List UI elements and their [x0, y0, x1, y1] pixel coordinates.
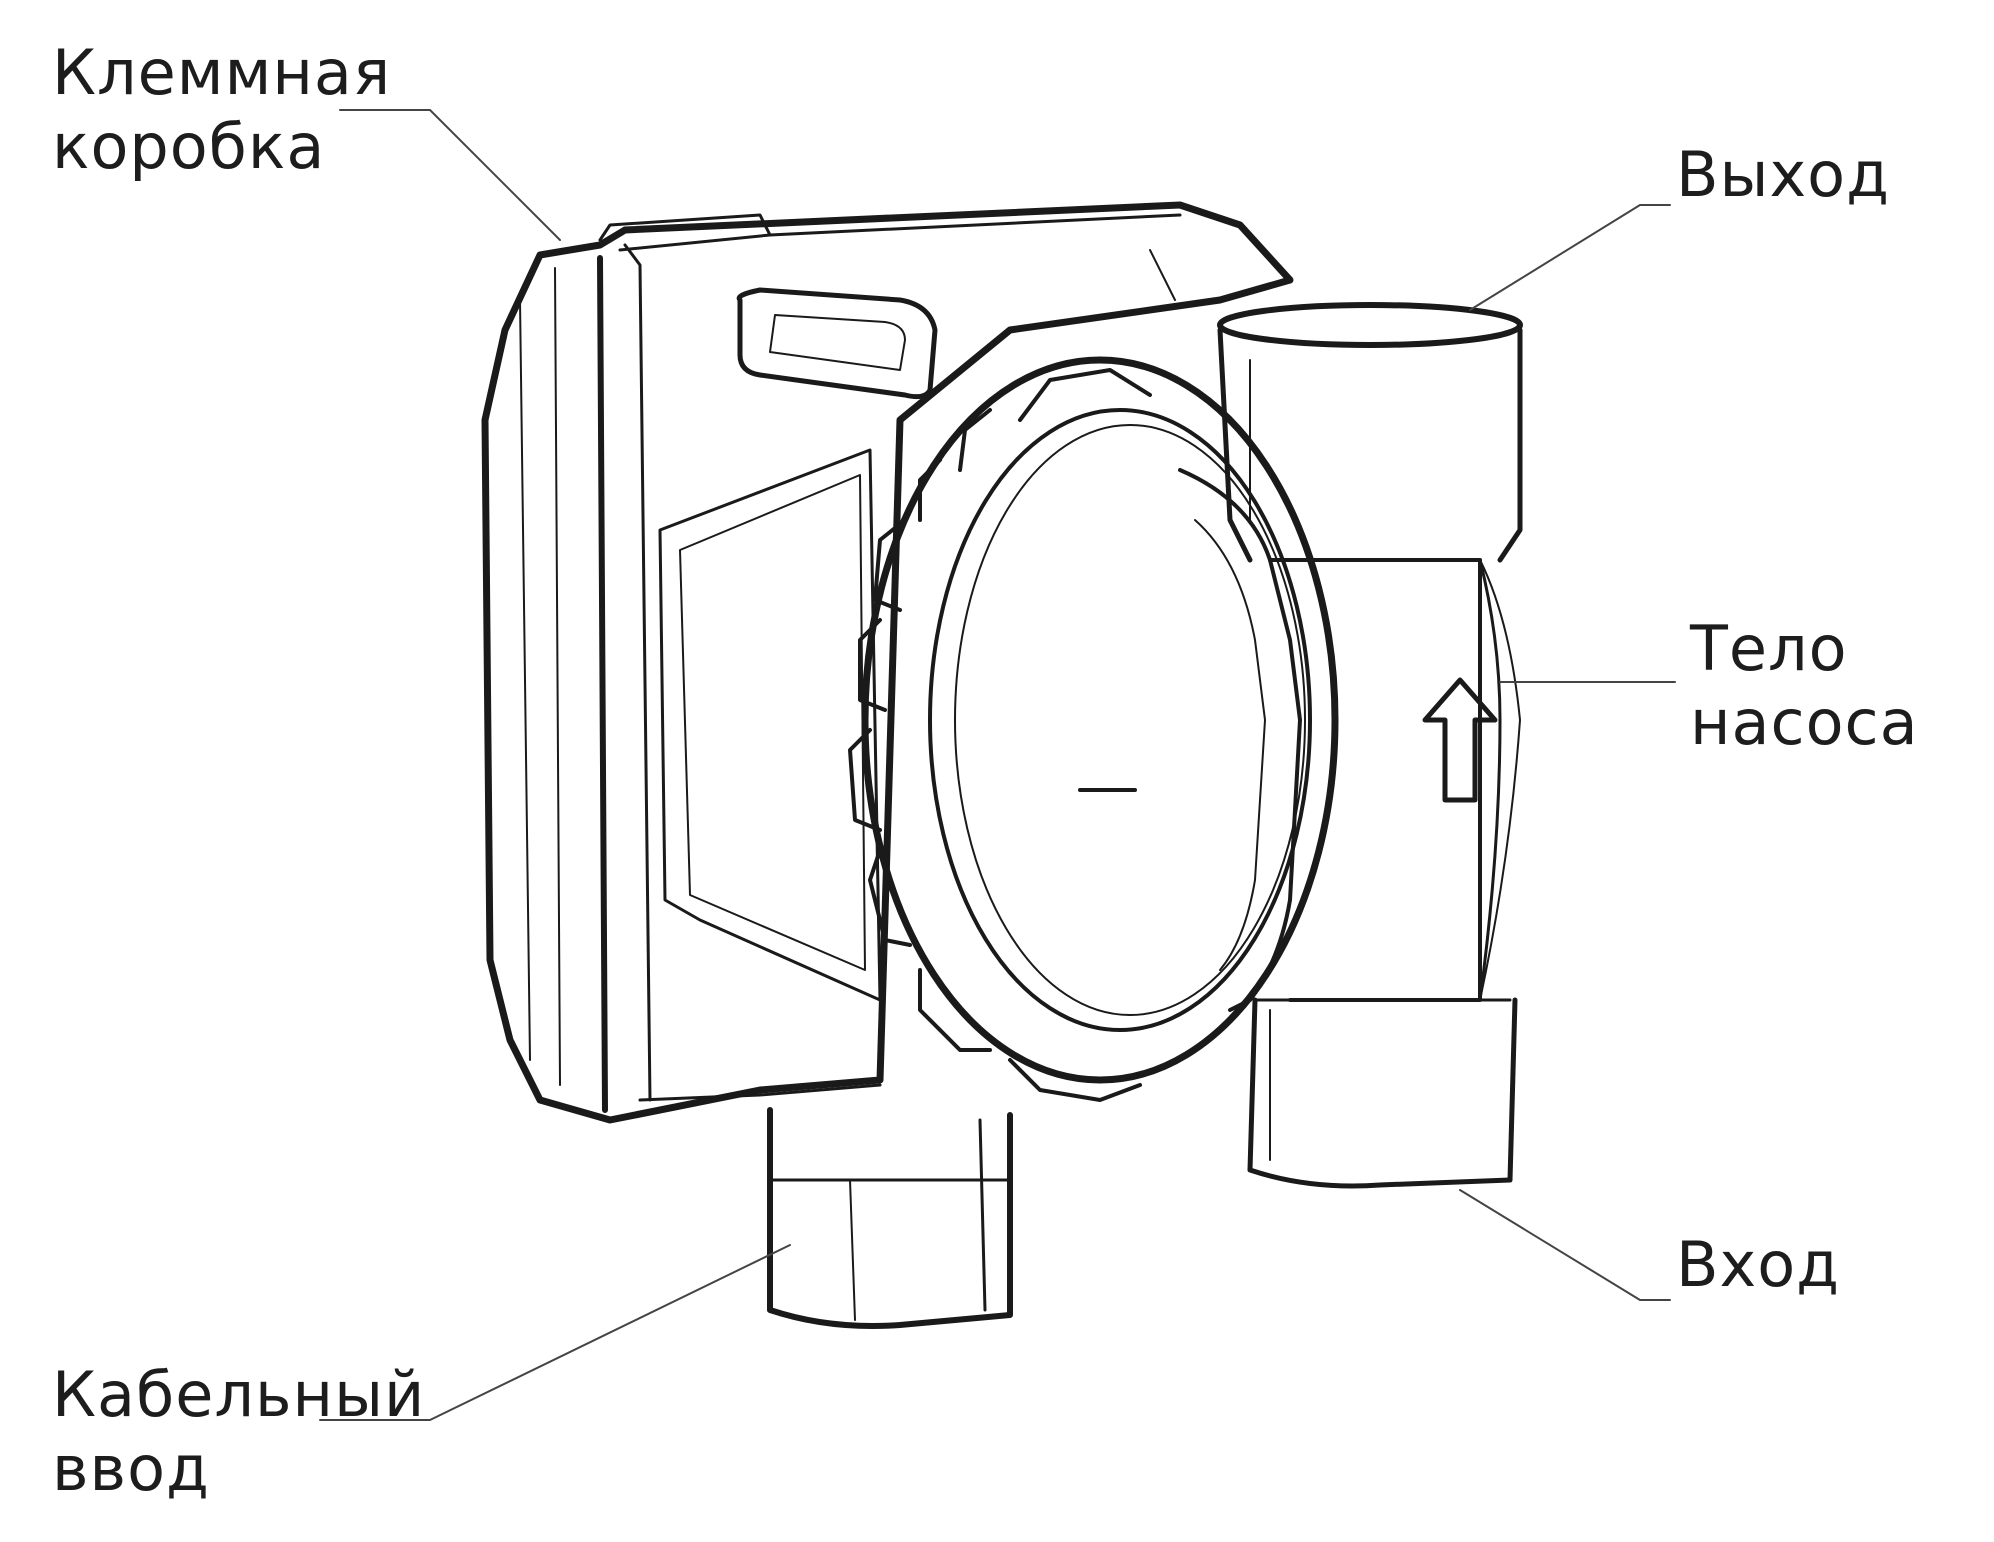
flow-arrow	[1422, 677, 1498, 803]
cable-gland	[767, 1107, 1013, 1329]
callout-outlet: Выход	[1676, 138, 1890, 212]
callout-cable-entry: Кабельный ввод	[52, 1358, 425, 1506]
leader-outlet	[1469, 204, 1671, 311]
leader-inlet	[1459, 1189, 1671, 1301]
leader-cable-entry	[319, 1244, 791, 1421]
callout-cable-entry-line2: ввод	[52, 1432, 210, 1505]
callout-terminal-box-line1: Клеммная	[52, 36, 392, 109]
callout-pump-body: Тело насоса	[1690, 612, 1919, 760]
callout-pump-body-line2: насоса	[1690, 686, 1919, 759]
callout-cable-entry-line1: Кабельный	[52, 1358, 426, 1431]
callout-terminal-box: Клеммная коробка	[52, 36, 391, 184]
callout-outlet-label: Выход	[1676, 138, 1890, 211]
callout-inlet-label: Вход	[1676, 1228, 1841, 1301]
pump-body	[1078, 468, 1521, 1012]
callout-inlet: Вход	[1676, 1228, 1840, 1302]
callout-pump-body-line1: Тело	[1690, 612, 1848, 685]
terminal-box-handle	[736, 287, 938, 400]
front-panel	[658, 448, 882, 1002]
union-nut	[848, 356, 1339, 1102]
inlet-port	[1247, 997, 1518, 1189]
leader-terminal-box	[339, 109, 561, 241]
motor-housing	[481, 201, 1294, 1124]
callout-terminal-box-line2: коробка	[52, 110, 326, 183]
leader-lines	[319, 109, 1676, 1421]
outlet-port	[1217, 302, 1523, 563]
